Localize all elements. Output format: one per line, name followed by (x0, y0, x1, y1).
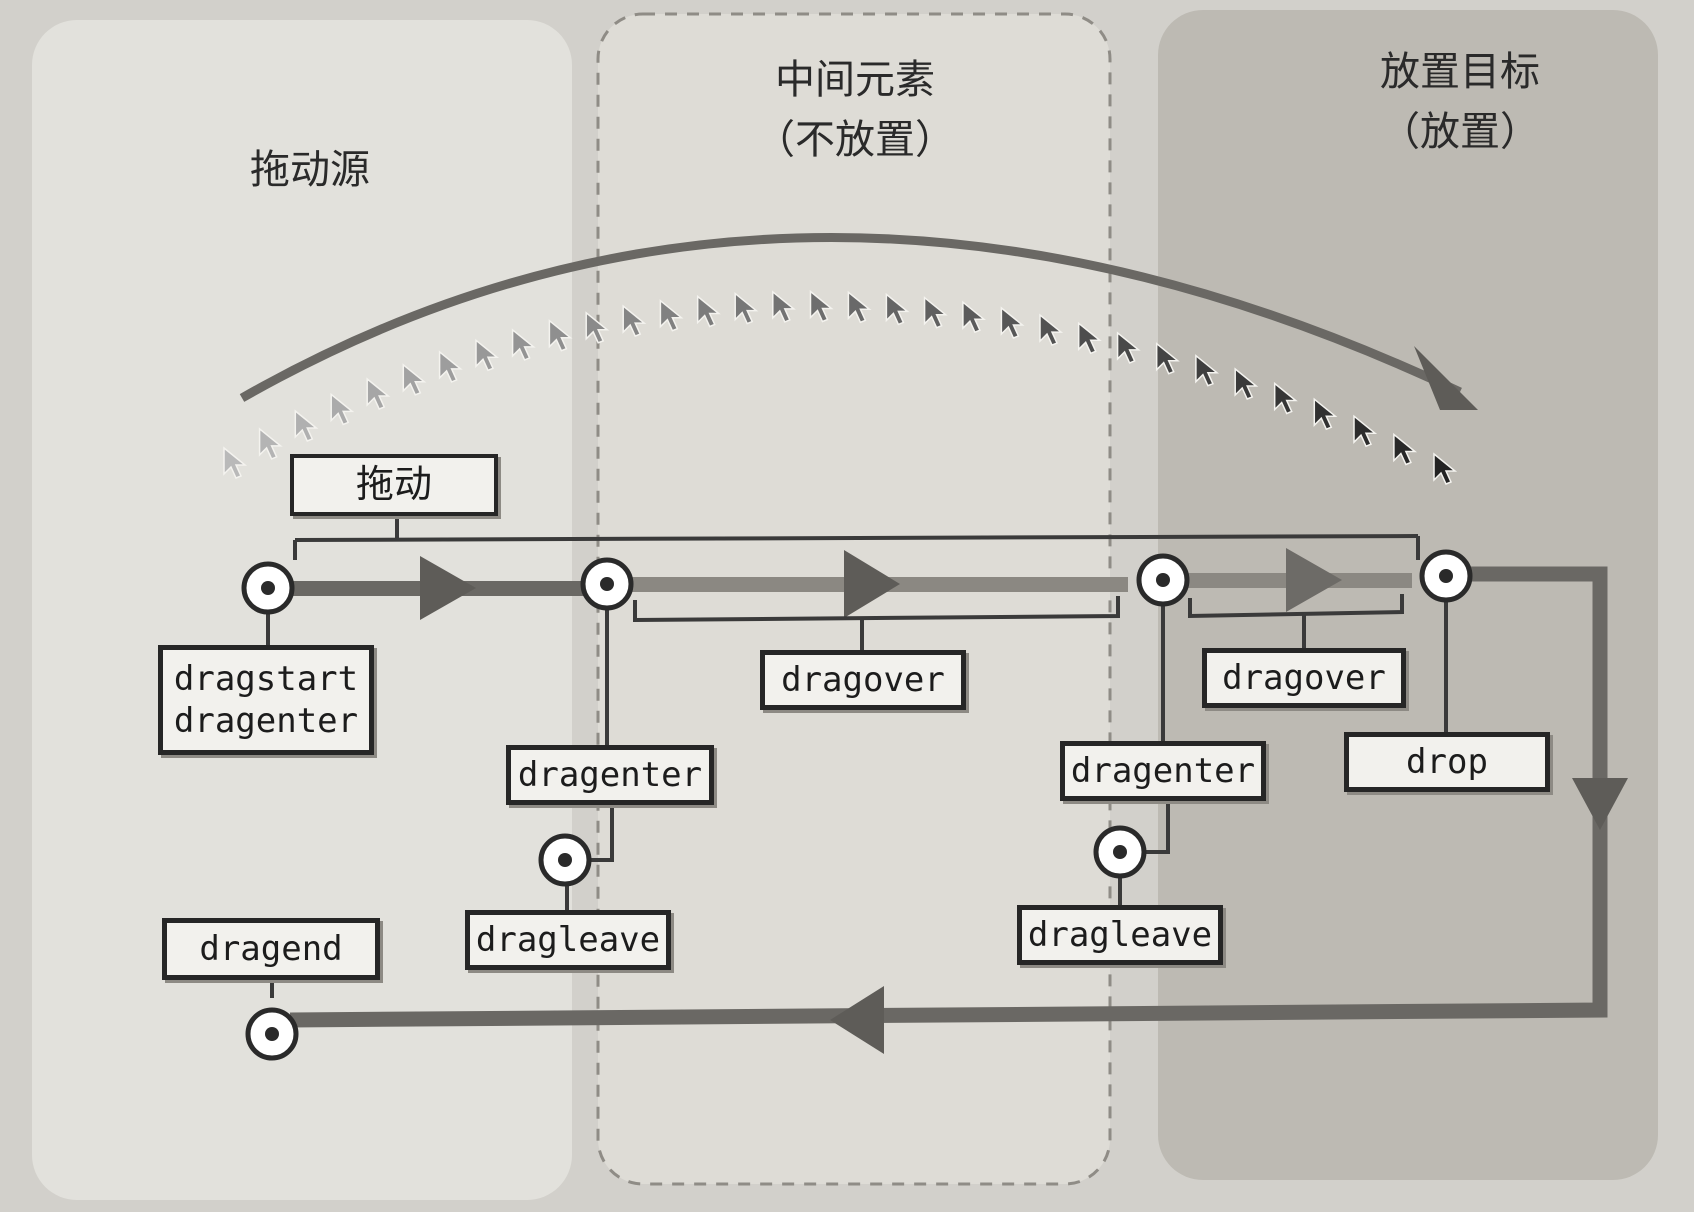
cursor-icon (1077, 321, 1102, 355)
node-target-leave (1093, 825, 1147, 879)
cursor-icon (847, 290, 872, 324)
event-box-target-dragleave: dragleave (1017, 905, 1223, 965)
node-dragend (245, 1007, 299, 1061)
event-drop: drop (1406, 742, 1488, 782)
cursor-icon (438, 350, 463, 383)
node-target-enter (1136, 553, 1190, 607)
zone-title-target-line1: 放置目标 (1380, 49, 1540, 95)
zone-drag-source (32, 20, 572, 1200)
zone-title-intermediate: 中间元素 （不放置） (700, 50, 1010, 170)
event-target-dragleave: dragleave (1027, 915, 1213, 955)
cursor-icon (402, 363, 427, 396)
cursor-icon (696, 294, 721, 328)
cursor-icon (585, 311, 610, 344)
cursor-icon (223, 446, 248, 479)
event-mid-dragleave: dragleave (475, 920, 661, 960)
cursor-trail (223, 289, 1458, 485)
event-box-mid-dragleave: dragleave (465, 910, 671, 970)
node-source-start (241, 561, 295, 615)
zone-title-drop-target: 放置目标 （放置） (1320, 42, 1600, 162)
cursor-icon (923, 296, 948, 329)
cursor-icon (258, 427, 283, 460)
cursor-icon (475, 338, 500, 372)
event-nodes (241, 549, 1473, 1061)
event-box-drop: drop (1344, 732, 1550, 792)
cursor-icon (809, 289, 834, 323)
main-flow (288, 548, 1628, 1054)
cursor-icon (1000, 306, 1025, 339)
zone-title-intermediate-line2: （不放置） (755, 117, 955, 163)
node-target-drop (1419, 549, 1473, 603)
zone-title-target-line2: （放置） (1380, 109, 1540, 155)
cursor-icon (1155, 342, 1180, 375)
drag-label-box: 拖动 (290, 454, 498, 516)
event-dragend: dragend (199, 929, 343, 969)
node-mid-enter (580, 557, 634, 611)
event-box-target-dragenter: dragenter (1060, 741, 1266, 801)
cursor-icon (1039, 313, 1064, 347)
cursor-icon (1313, 397, 1338, 431)
cursor-icon (885, 292, 910, 326)
cursor-icon (1234, 367, 1259, 400)
node-mid-leave (538, 833, 592, 887)
cursor-icon (962, 300, 987, 334)
event-mid-dragover: dragover (781, 660, 945, 700)
event-source-dragenter: dragenter (173, 701, 359, 741)
event-target-dragenter: dragenter (1070, 751, 1256, 791)
cursor-icon (330, 392, 355, 426)
drag-label-text: 拖动 (355, 462, 432, 506)
event-connectors (266, 594, 1448, 998)
cursor-icon (1353, 414, 1378, 448)
zone-title-source-text: 拖动源 (250, 147, 370, 193)
cursor-icon (1273, 381, 1298, 415)
cursor-icon (511, 328, 536, 361)
cursor-icon (366, 377, 391, 410)
drag-bracket (293, 512, 1420, 560)
cursor-icon (1195, 354, 1220, 387)
event-box-dragend: dragend (162, 918, 380, 980)
drag-path-arc (239, 233, 1462, 402)
cursor-icon (1433, 452, 1458, 485)
zone-title-drag-source: 拖动源 (200, 140, 420, 200)
event-mid-dragenter: dragenter (517, 755, 703, 795)
event-target-dragover: dragover (1222, 658, 1386, 698)
cursor-icon (734, 292, 759, 325)
event-box-mid-dragenter: dragenter (506, 745, 714, 805)
cursor-icon (1116, 331, 1141, 364)
event-dragstart: dragstart (173, 659, 359, 699)
cursor-icon (622, 304, 647, 338)
cursor-icon (772, 290, 796, 323)
cursor-icon (1393, 432, 1418, 466)
cursor-icon (659, 299, 684, 332)
event-box-target-dragover: dragover (1202, 648, 1406, 708)
event-box-mid-dragover: dragover (760, 650, 966, 710)
event-box-dragstart-dragenter: dragstart dragenter (158, 645, 374, 755)
zone-title-intermediate-line1: 中间元素 (775, 57, 935, 103)
cursor-icon (294, 409, 319, 442)
cursor-icon (548, 319, 573, 352)
zone-drop-target (1158, 10, 1658, 1180)
drag-path-arrowhead (1414, 346, 1478, 410)
